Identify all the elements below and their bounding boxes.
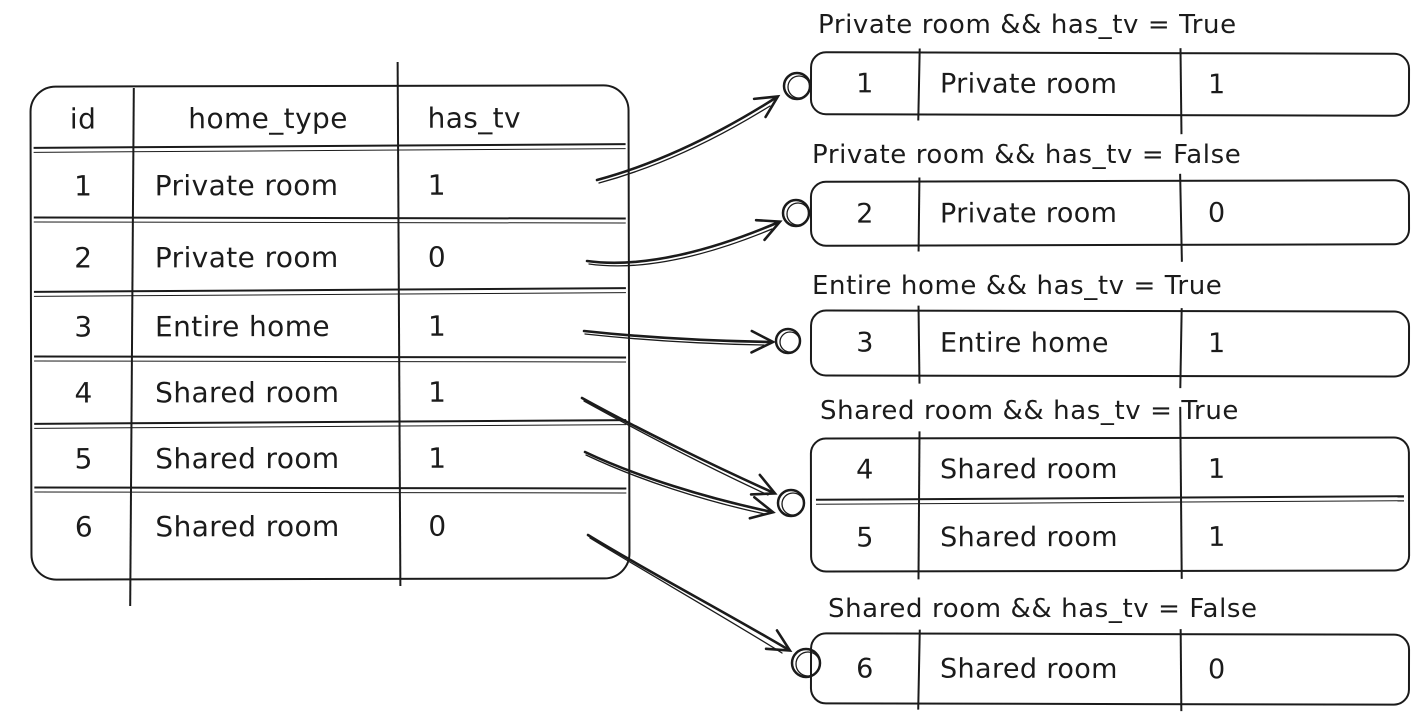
group-box-private-room-true: 1 Private room 1 (809, 48, 1411, 135)
connector-circle-group3 (774, 327, 802, 355)
table-cell-id: 1 (74, 168, 93, 203)
group-cell-home-type: Private room (939, 197, 1118, 229)
group-label: Private room && has_tv = False (812, 140, 1242, 170)
table-cell-id: 2 (74, 240, 93, 275)
table-cell-home-type: Shared room (155, 375, 340, 410)
group-cell-id: 6 (856, 652, 874, 685)
source-table: id home_type has_tv 1 Private room 1 2 P… (29, 84, 631, 581)
group-cell-home-type: Shared room (939, 453, 1118, 486)
group-cell-id: 3 (856, 327, 874, 359)
table-cell-has-tv: 0 (428, 509, 447, 543)
group-cell-has-tv: 0 (1207, 653, 1226, 685)
table-cell-has-tv: 0 (427, 240, 447, 274)
table-cell-has-tv: 1 (427, 168, 446, 202)
group-cell-id: 4 (856, 454, 874, 486)
group-cell-has-tv: 1 (1207, 328, 1226, 360)
group-box-private-room-false: 2 Private room 0 (809, 173, 1411, 262)
table-cell-has-tv: 1 (427, 309, 447, 343)
table-cell-id: 4 (74, 376, 93, 410)
table-cell-home-type: Shared room (155, 509, 340, 543)
group-label: Entire home && has_tv = True (812, 271, 1223, 301)
group-cell-id: 1 (856, 67, 874, 99)
group-label: Shared room && has_tv = False (828, 594, 1258, 624)
column-header-id: id (69, 101, 97, 136)
group-cell-home-type: Shared room (939, 653, 1118, 685)
group-cell-home-type: Shared room (940, 521, 1118, 553)
connector-circle-group4 (776, 488, 806, 518)
group-box-shared-room-true: 4 Shared room 1 5 Shared room 1 (809, 406, 1411, 580)
table-cell-id: 6 (74, 509, 94, 544)
column-header-home-type: home_type (188, 101, 348, 135)
connector-circle-group1 (782, 71, 812, 101)
connector-circle-echo (779, 331, 801, 353)
group-cell-id: 5 (856, 521, 874, 553)
table-cell-home-type: Shared room (155, 441, 340, 475)
table-cell-id: 3 (74, 310, 93, 344)
table-cell-home-type: Private room (154, 168, 339, 202)
group-box-shared-room-false: 6 Shared room 0 (809, 629, 1411, 712)
table-cell-home-type: Private room (154, 240, 339, 274)
connector-circle-echo (781, 492, 805, 516)
group-cell-has-tv: 1 (1207, 453, 1226, 485)
group-cell-has-tv: 1 (1208, 521, 1226, 553)
group-label: Shared room && has_tv = True (820, 396, 1240, 426)
table-cell-home-type: Entire home (154, 310, 331, 344)
column-header-has-tv: has_tv (427, 101, 522, 135)
connector-circle-echo (787, 75, 811, 99)
group-cell-home-type: Entire home (939, 327, 1109, 359)
table-cell-has-tv: 1 (428, 375, 447, 409)
group-label: Private room && has_tv = True (818, 10, 1237, 40)
group-cell-home-type: Private room (939, 68, 1118, 100)
group-cell-has-tv: 0 (1207, 197, 1226, 229)
group-cell-has-tv: 1 (1207, 68, 1226, 100)
table-cell-has-tv: 1 (428, 441, 447, 475)
connector-circle-echo (786, 202, 810, 226)
group-cell-id: 2 (856, 198, 874, 230)
table-cell-id: 5 (74, 441, 93, 476)
group-box-entire-home-true: 3 Entire home 1 (809, 305, 1411, 389)
connector-circle-group2 (781, 198, 811, 228)
